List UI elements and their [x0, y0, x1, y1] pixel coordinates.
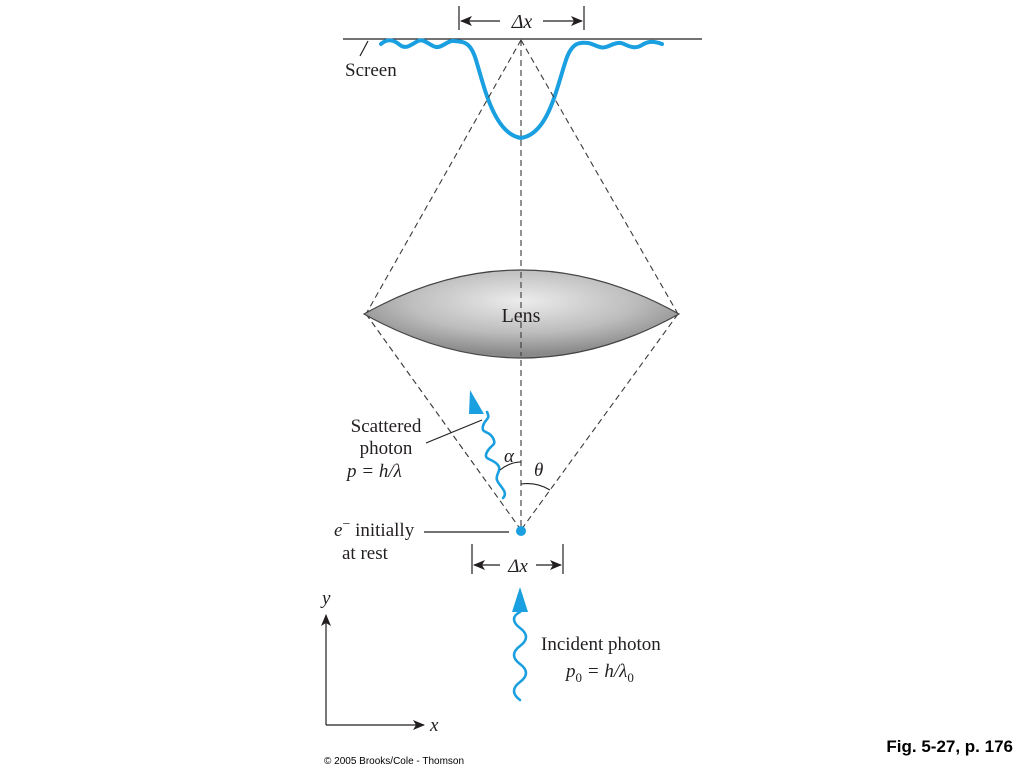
scattered-photon-leader — [425, 419, 483, 444]
figure-caption: Fig. 5-27, p. 176 — [886, 737, 1013, 756]
incident-momentum: p0 = h/λ0 — [564, 661, 634, 685]
diffraction-intensity-curve — [379, 38, 664, 141]
y-axis-label: y — [320, 588, 331, 609]
electron-initially: initially — [350, 520, 414, 541]
dashed-lens-left-to-electron — [365, 313, 522, 531]
lens: Lens — [362, 269, 681, 359]
lens-label: Lens — [502, 305, 541, 327]
incident-photon: Incident photon p0 = h/λ0 — [512, 587, 661, 702]
delta-x-bottom-dimension: Δx — [471, 544, 564, 577]
alpha-label: α — [504, 446, 515, 467]
coordinate-axes: y x — [320, 588, 439, 736]
incident-eq: = h/λ — [582, 661, 627, 682]
scattered-momentum: p = h/λ — [345, 461, 402, 482]
incident-p: p — [564, 661, 576, 682]
theta-label: θ — [534, 460, 543, 481]
scattered-eq: = h/λ — [357, 461, 402, 482]
scattered-label-line2: photon — [360, 438, 413, 459]
x-axis-label: x — [429, 715, 439, 736]
screen-leader — [359, 40, 369, 57]
incident-p-sub: 0 — [576, 670, 583, 685]
alpha-arc — [499, 461, 522, 471]
dashed-lens-right-to-electron — [520, 313, 679, 531]
incident-photon-wave — [512, 610, 528, 702]
delta-x-top-dimension: Δx — [458, 6, 585, 33]
scattered-label-line1: Scattered — [351, 416, 422, 437]
screen: Screen — [343, 38, 702, 81]
delta-x-bottom-label: Δx — [507, 556, 528, 577]
delta-x-top-label: Δx — [511, 11, 533, 33]
scattered-p: p — [345, 461, 357, 482]
electron-dot — [516, 526, 526, 536]
incident-photon-arrowhead — [512, 587, 528, 612]
incident-label-line1: Incident photon — [541, 634, 661, 655]
electron: e− initially at rest — [334, 517, 526, 564]
dashed-screen-to-lens-left — [365, 39, 522, 315]
electron-label-line2: at rest — [342, 543, 389, 564]
scattered-photon-arrowhead — [469, 390, 484, 414]
scattered-photon: Scattered photon p = h/λ — [345, 390, 507, 500]
electron-minus: − — [342, 517, 350, 532]
scattered-photon-wave — [481, 410, 507, 500]
electron-e: e — [334, 520, 342, 541]
incident-lambda-sub: 0 — [627, 670, 634, 685]
dashed-screen-to-lens-right — [520, 39, 679, 315]
angles: α θ — [499, 446, 551, 491]
electron-label-line1: e− initially — [334, 517, 415, 541]
theta-arc — [520, 483, 551, 491]
screen-label: Screen — [345, 60, 397, 81]
copyright-notice: © 2005 Brooks/Cole - Thomson — [324, 756, 464, 767]
